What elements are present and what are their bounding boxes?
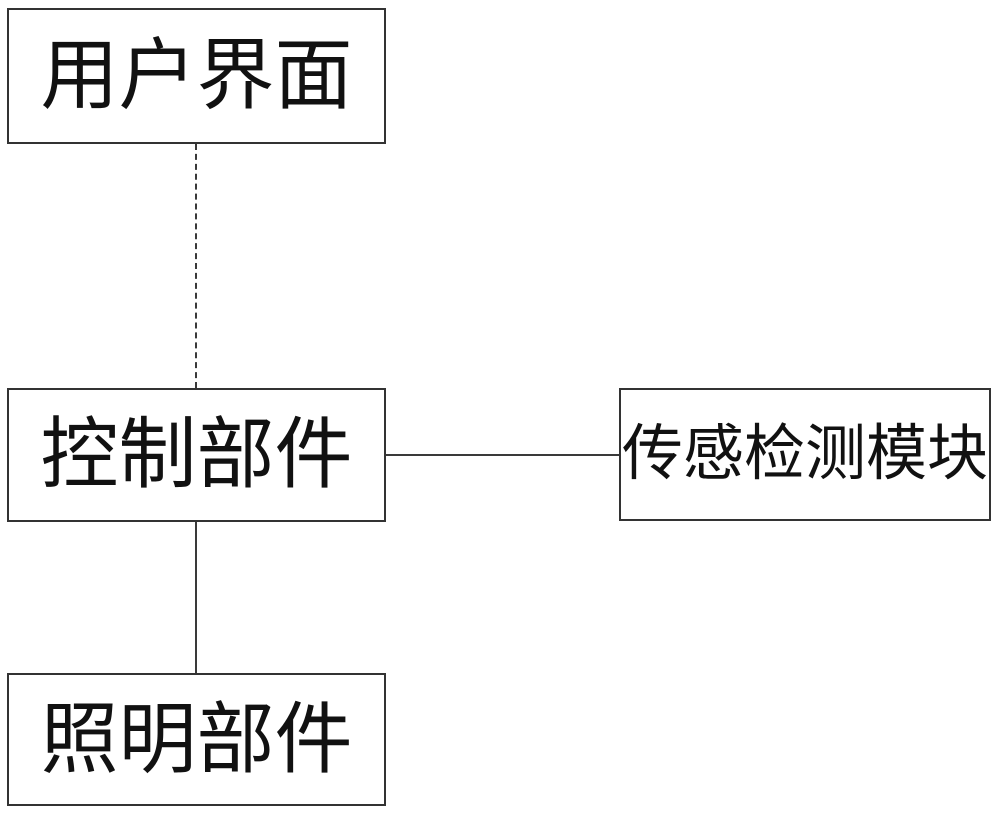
node-lighting-unit: 照明部件 (7, 673, 386, 806)
edge-control-unit-to-sensor-module-line (386, 454, 619, 456)
edge-user-interface-to-control-unit-dashed-line (195, 144, 197, 388)
node-control-unit-label: 控制部件 (40, 411, 353, 498)
node-sensor-detection-module-label: 传感检测模块 (621, 421, 988, 488)
node-user-interface-label: 用户界面 (40, 32, 353, 119)
node-sensor-detection-module: 传感检测模块 (619, 388, 991, 521)
node-lighting-unit-label: 照明部件 (40, 695, 353, 783)
edge-control-unit-to-lighting-unit-line (195, 522, 197, 673)
node-user-interface: 用户界面 (7, 8, 386, 144)
node-control-unit: 控制部件 (7, 388, 386, 522)
